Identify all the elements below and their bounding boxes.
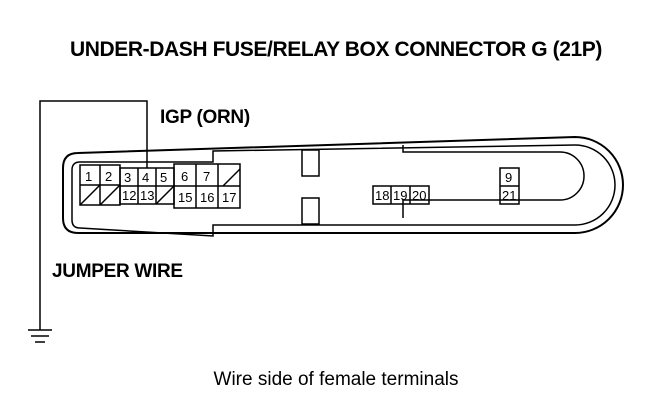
terminal-21: 21 (502, 188, 516, 203)
latch-channel (402, 145, 585, 218)
center-slot-top (301, 149, 320, 177)
terminal-4: 4 (142, 170, 149, 185)
terminal-3: 3 (124, 170, 131, 185)
terminal-1: 1 (85, 169, 92, 184)
terminal-7: 7 (203, 169, 210, 184)
terminal-9: 9 (505, 170, 512, 185)
terminal-17: 17 (222, 190, 236, 205)
housing-outer (62, 135, 624, 234)
terminal-5: 5 (160, 170, 167, 185)
housing-inner (71, 144, 616, 237)
center-slot-bottom (301, 197, 320, 225)
terminal-12: 12 (122, 188, 136, 203)
terminal-20: 20 (412, 188, 426, 203)
wire-label-igp: IGP (ORN) (160, 107, 250, 128)
terminal-16: 16 (200, 190, 214, 205)
terminal-6: 6 (181, 169, 188, 184)
terminal-block-18-20 (372, 185, 430, 205)
diagram-title: UNDER-DASH FUSE/RELAY BOX CONNECTOR G (2… (70, 38, 602, 61)
caption: Wire side of female terminals (213, 369, 459, 390)
terminal-15: 15 (178, 190, 192, 205)
terminal-2: 2 (105, 169, 112, 184)
terminal-13: 13 (140, 188, 154, 203)
terminal-18: 18 (375, 188, 389, 203)
terminal-19: 19 (393, 188, 407, 203)
jumper-wire (28, 100, 148, 343)
jumper-wire-label: JUMPER WIRE (52, 261, 183, 282)
